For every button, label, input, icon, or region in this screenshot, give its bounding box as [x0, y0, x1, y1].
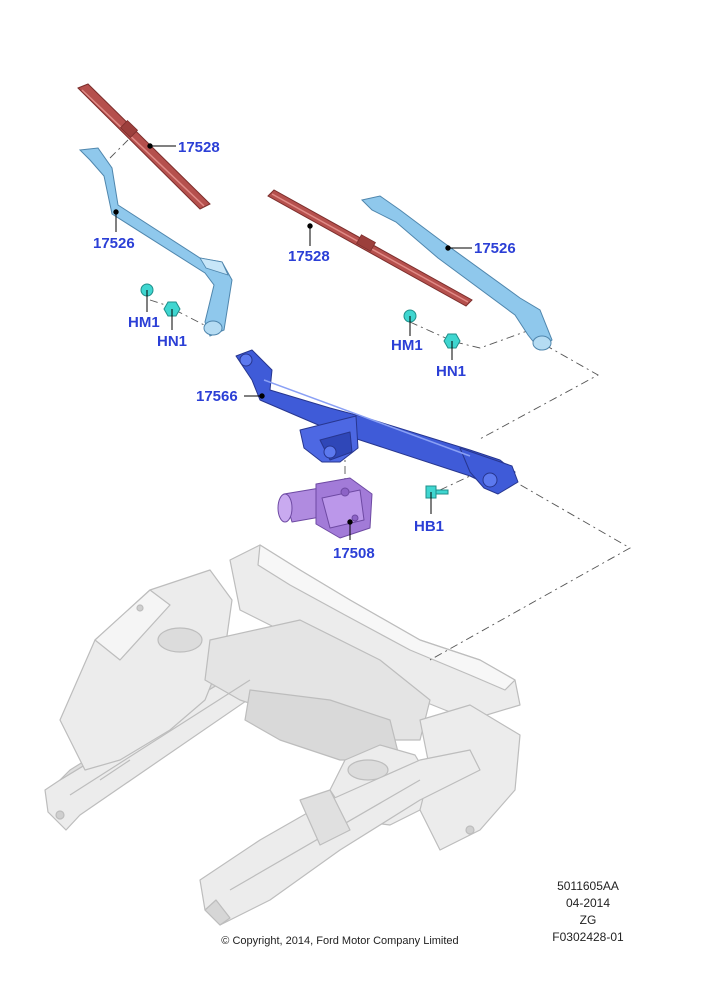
callout-hn1-left: HN1: [157, 333, 187, 350]
wiper-blade-left: [77, 83, 211, 210]
wiper-arm-right: [361, 195, 553, 351]
leader-lines: [113, 143, 472, 540]
diagram-code: 5011605AA: [557, 879, 619, 893]
callout-arm-right: 17526: [474, 240, 516, 257]
callout-motor: 17508: [333, 545, 375, 562]
callout-arm-left: 17526: [93, 235, 135, 252]
wiper-arm-left: [78, 147, 233, 337]
callout-hm1-left: HM1: [128, 314, 160, 331]
copyright-text: © Copyright, 2014, Ford Motor Company Li…: [221, 935, 459, 947]
fasteners: [140, 283, 461, 499]
wiper-linkage: [235, 349, 519, 495]
wiper-motor: [277, 477, 373, 539]
vehicle-body-structure: [44, 544, 521, 926]
diagram-date: 04-2014: [565, 896, 611, 910]
callout-blade-left: 17528: [178, 139, 220, 156]
callout-hb1: HB1: [414, 518, 444, 535]
callout-linkage: 17566: [196, 388, 238, 405]
wiper-blade-right: [267, 189, 473, 307]
callout-hn1-right: HN1: [436, 363, 466, 380]
diagram-meta-block: 5011605AA 04-2014 ZG F0302428-01: [548, 878, 628, 946]
diagram-figure-number: F0302428-01: [552, 930, 624, 944]
callout-blade-right: 17528: [288, 248, 330, 265]
callout-hm1-right: HM1: [391, 337, 423, 354]
diagram-zg: ZG: [579, 913, 597, 927]
callout-labels: 17528 17526 17528 17526 HM1 HN1 HM1 HN1 …: [93, 139, 516, 562]
